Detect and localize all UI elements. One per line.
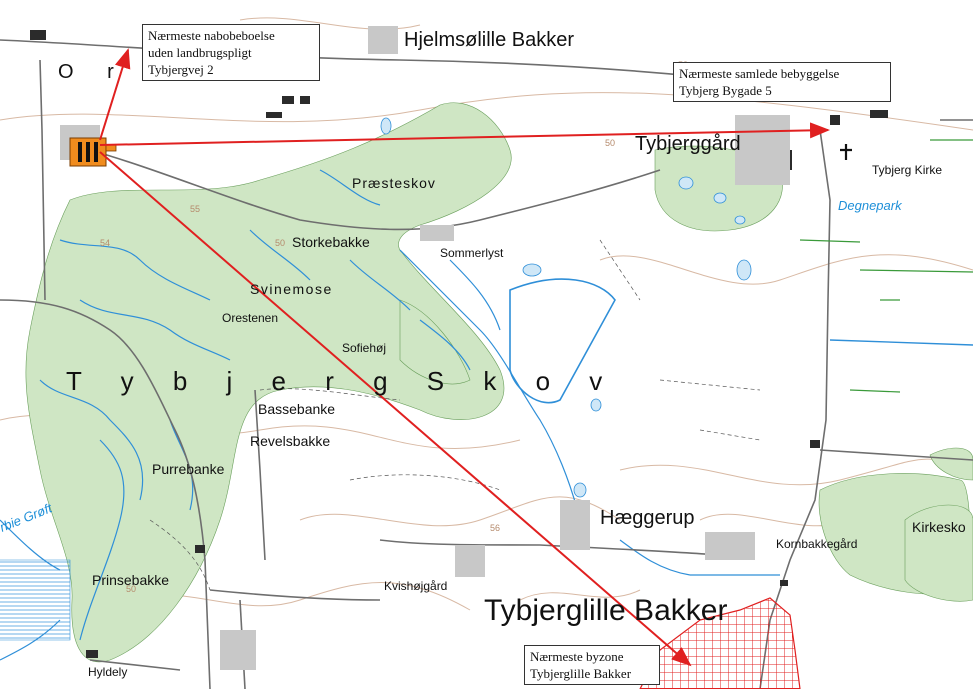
arrow-to-neighbour xyxy=(99,48,131,141)
project-site-icon xyxy=(69,137,117,167)
distance-arrows xyxy=(99,48,830,667)
contour-label: 50 xyxy=(126,584,136,594)
callout-settlement-line1: Nærmeste samlede bebyggelse xyxy=(679,66,840,81)
place-hjelmsolille-bakker: Hjelmsølille Bakker xyxy=(404,29,574,51)
place-names: O r u Hjelmsølille Bakker Tybjerggård Ty… xyxy=(0,29,966,679)
forest-areas xyxy=(25,64,973,663)
contour-label: 50 xyxy=(605,138,615,148)
place-tybjerg-kirke: Tybjerg Kirke xyxy=(872,163,942,177)
callout-urban-zone-line2: Tybjerglille Bakker xyxy=(530,666,632,681)
arrow-to-urban-zone xyxy=(99,151,692,667)
tracks xyxy=(149,239,761,591)
place-revelsbakke: Revelsbakke xyxy=(250,433,330,449)
field-boundaries xyxy=(799,139,973,393)
place-kirkeskov: Kirkesko xyxy=(912,519,966,535)
callout-settlement-line2: Tybjerg Bygade 5 xyxy=(679,83,772,98)
place-degnepark: Degnepark xyxy=(838,198,903,213)
place-kornbakkegard: Kornbakkegård xyxy=(776,537,857,551)
place-storkebakke: Storkebakke xyxy=(292,234,370,250)
callout-neighbour-line3: Tybjergvej 2 xyxy=(148,62,214,77)
church-icon xyxy=(840,144,852,160)
callout-neighbour-line2: uden landbrugspligt xyxy=(148,45,252,60)
place-prinsebakke: Prinsebakke xyxy=(92,572,169,588)
callout-urban-zone-line1: Nærmeste byzone xyxy=(530,649,624,664)
place-bassebanke: Bassebanke xyxy=(258,401,335,417)
place-hyldely: Hyldely xyxy=(88,665,127,679)
place-oru: O r u xyxy=(58,61,172,83)
callout-settlement: Nærmeste samlede bebyggelse Tybjerg Byga… xyxy=(673,62,891,102)
place-tybjerggard: Tybjerggård xyxy=(635,133,741,155)
place-praesteskov: Præsteskov xyxy=(352,175,436,191)
place-sofiehoj: Sofiehøj xyxy=(342,341,386,355)
contour-label: 56 xyxy=(490,523,500,533)
place-svinemose: Svinemose xyxy=(250,281,333,297)
place-tybjerglille-bakker: Tybjerglille Bakker xyxy=(484,594,727,627)
place-haeggerup: Hæggerup xyxy=(600,507,695,529)
streams xyxy=(0,169,973,661)
callout-neighbour-line1: Nærmeste nabobeboelse xyxy=(148,28,275,43)
place-orestenen: Orestenen xyxy=(222,311,278,325)
place-sommerlyst: Sommerlyst xyxy=(440,246,504,260)
contour-label: 55 xyxy=(190,204,200,214)
callout-urban-zone: Nærmeste byzone Tybjerglille Bakker xyxy=(524,645,660,685)
place-purrebanke: Purrebanke xyxy=(152,461,225,477)
arrow-to-settlement xyxy=(99,122,830,146)
place-tybjerg-skov: T y b j e r g S k o v xyxy=(66,366,618,396)
callout-neighbour: Nærmeste nabobeboelse uden landbrugsplig… xyxy=(142,24,320,81)
marsh-areas xyxy=(0,278,616,641)
contour-label: 50 xyxy=(275,238,285,248)
building-plots xyxy=(60,26,790,670)
place-kvishojgard: Kvishøjgård xyxy=(384,579,447,593)
ponds xyxy=(380,117,752,498)
contour-label: 54 xyxy=(100,238,110,248)
